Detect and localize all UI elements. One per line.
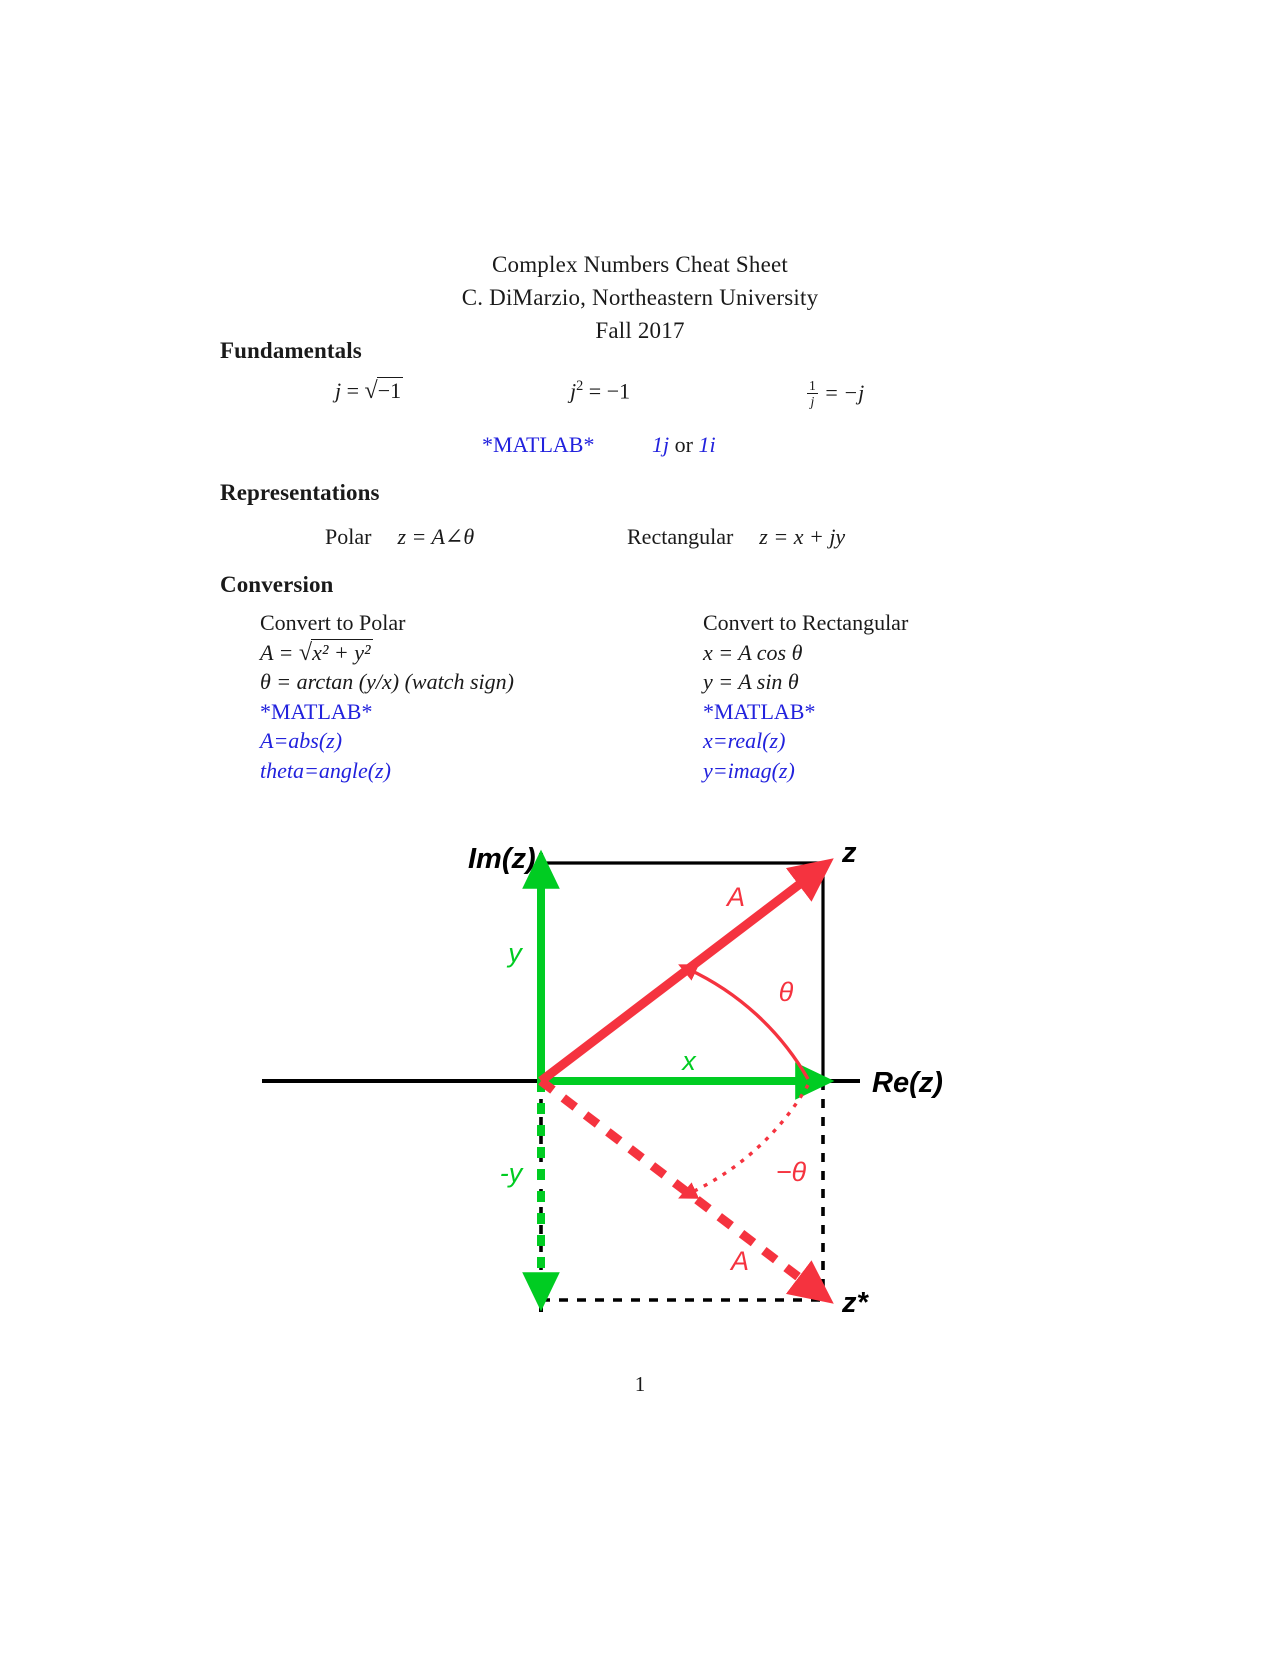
matlab-label-fundamentals: *MATLAB* (482, 432, 595, 457)
formula-x-component: x = A cos θ (703, 639, 803, 665)
identity-3-rhs: −j (843, 380, 865, 406)
angle-negative-theta-arc (678, 1084, 810, 1199)
page-title: Complex Numbers Cheat Sheet (491, 252, 789, 277)
convert-to-rectangular-title: Convert to Rectangular (703, 610, 909, 635)
formula-amplitude: A = √x² + y² (260, 638, 514, 668)
component-label-negative-y: -y (500, 1158, 524, 1188)
representation-polar: Polar z = A∠θ (325, 524, 474, 550)
identity-1-equals: = (346, 378, 360, 403)
representation-rectangular-word: Rectangular (627, 524, 734, 549)
formula-amplitude-lhs: A = (260, 639, 294, 665)
angle-label-theta: θ (779, 977, 794, 1007)
vector-A-to-z (538, 858, 834, 1085)
point-label-z-conjugate: z* (841, 1287, 870, 1319)
vector-label-A-conjugate: A (729, 1246, 749, 1276)
identity-2-equals: = (588, 378, 602, 404)
formula-amplitude-radicand: x² + y² (311, 638, 373, 665)
matlab-label-to-polar: *MATLAB* (260, 698, 373, 724)
identity-j-equals-sqrt-minus-one: j = √−1 (335, 377, 404, 405)
identity-2-exponent: 2 (576, 378, 584, 394)
identity-3-equals: = (825, 380, 838, 406)
matlab-imaginary-unit-code: 1j or 1i (652, 432, 716, 458)
identity-2-lhs: j (570, 378, 577, 404)
formula-y-component: y = A sin θ (703, 669, 799, 694)
section-heading-fundamentals: Fundamentals (220, 338, 362, 363)
angle-label-negative-theta: −θ (776, 1157, 807, 1187)
vector-label-A: A (725, 882, 745, 912)
identity-j-squared-equals-minus-one: j2 = −1 (570, 378, 630, 404)
identity-3-denominator: j (807, 393, 818, 409)
sqrt-icon: √x² + y² (298, 638, 373, 666)
diagram-vectors (538, 858, 834, 1304)
section-heading-conversion: Conversion (220, 572, 334, 597)
page-number: 1 (634, 1372, 646, 1396)
identity-1-lhs: j (335, 378, 342, 403)
representation-rectangular-formula: z = x + jy (759, 524, 846, 549)
representation-polar-word: Polar (325, 524, 372, 549)
diagram-angles (678, 964, 810, 1199)
matlab-code-1i: 1i (698, 432, 716, 457)
document-term: Fall 2017 (595, 318, 685, 343)
matlab-code-angle: theta=angle(z) (260, 757, 391, 783)
matlab-code-real: x=real(z) (703, 728, 786, 753)
representation-polar-formula: z = A∠θ (397, 524, 475, 549)
imaginary-axis-label: Im(z) (468, 843, 536, 875)
component-label-x: x (680, 1046, 697, 1076)
identity-1-radicand: −1 (376, 377, 404, 403)
matlab-label-to-rectangular: *MATLAB* (703, 698, 816, 724)
representation-rectangular: Rectangular z = x + jy (627, 524, 845, 550)
conversion-column-to-rectangular: Convert to Rectangular x = A cos θ y = A… (703, 608, 908, 785)
argand-diagram: Im(z) Re(z) z z* A A y x -y θ −θ (240, 830, 1040, 1360)
angle-theta-arc (678, 964, 810, 1080)
matlab-code-imag: y=imag(z) (703, 757, 795, 783)
formula-theta: θ = arctan (y/x) (watch sign) (260, 669, 514, 694)
identity-3-numerator: 1 (809, 378, 816, 393)
matlab-code-abs: A=abs(z) (260, 728, 343, 753)
vector-A-to-z-conjugate (538, 1077, 834, 1304)
document-title-block: Complex Numbers Cheat Sheet C. DiMarzio,… (0, 248, 1280, 347)
matlab-conjunction: or (674, 432, 693, 457)
document-author: C. DiMarzio, Northeastern University (461, 285, 819, 310)
diagram-components (522, 849, 835, 1312)
conversion-column-to-polar: Convert to Polar A = √x² + y² θ = arctan… (260, 608, 514, 785)
section-heading-representations: Representations (220, 480, 380, 505)
real-axis-label: Re(z) (872, 1067, 943, 1099)
matlab-code-1j: 1j (652, 432, 670, 457)
point-label-z: z (841, 837, 857, 869)
sqrt-icon: √−1 (364, 377, 404, 404)
convert-to-polar-title: Convert to Polar (260, 610, 406, 635)
diagram-labels: Im(z) Re(z) z z* A A y x -y θ −θ (468, 837, 943, 1319)
component-label-y: y (506, 938, 523, 968)
identity-2-rhs: −1 (606, 378, 631, 404)
